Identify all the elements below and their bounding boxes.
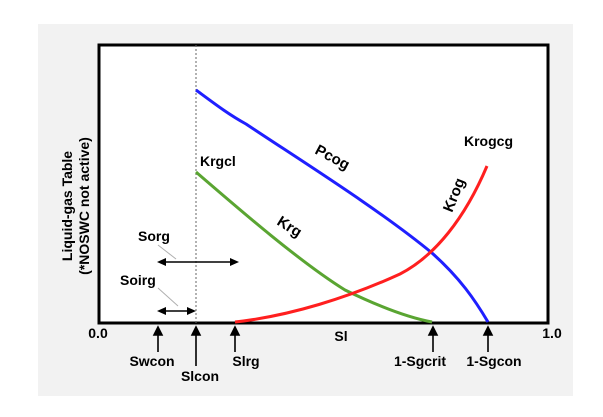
sorg-arrow-right-head [230,258,239,266]
sgcrit-label: 1-Sgcrit [394,353,446,369]
krogcg-label: Krogcg [464,133,513,149]
pcog-curve [195,88,490,323]
swcon-label: Swcon [129,353,174,369]
sorg-label: Sorg [138,228,170,244]
sgcon-arrow-head [482,325,494,336]
slcon-label: Slcon [181,368,219,384]
soirg-arrow-right-head [187,307,196,315]
x-axis-min-label: 0.0 [88,325,108,341]
sgcrit-arrow-head [427,325,439,336]
krgcl-label: Krgcl [200,153,236,169]
y-axis-label-line1: Liquid-gas Table [59,151,75,261]
slrg-label: Slrg [232,353,259,369]
sgcon-label: 1-Sgcon [466,353,521,369]
soirg-label: Soirg [120,272,156,288]
y-axis-label-line2: (*NOSWC not active) [76,137,92,275]
soirg-arrow-left-head [157,307,166,315]
x-axis-max-label: 1.0 [542,325,562,341]
swcon-arrow-head [152,325,164,336]
sorg-leader-line [157,244,177,260]
sorg-arrow-left-head [157,258,166,266]
krog-curve [234,165,489,324]
krg-curve [195,170,433,324]
slrg-arrow-head [229,325,241,336]
x-axis-sl-label: Sl [334,328,347,344]
soirg-leader-line [157,287,179,307]
plot-frame [97,43,550,325]
slcon-arrow-head [190,325,202,336]
